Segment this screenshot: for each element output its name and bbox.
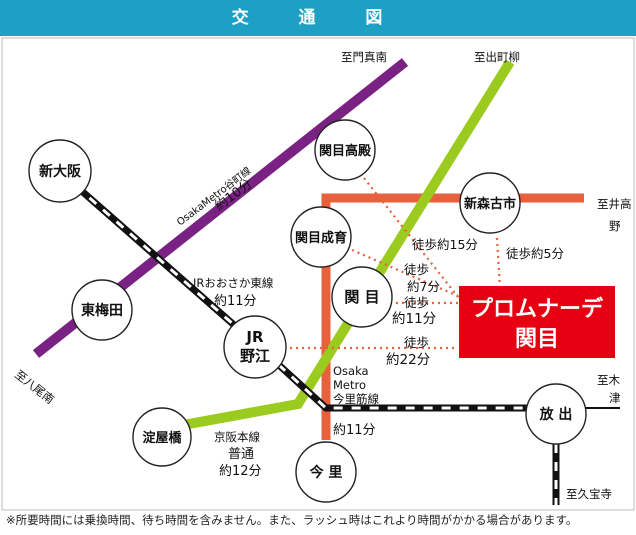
keihan-line bbox=[155, 59, 515, 435]
station-shin-osaka[interactable] bbox=[28, 139, 92, 203]
direction-itakano-2: 野 bbox=[609, 219, 621, 233]
station-label-sekime-takadono: 関目高殿 bbox=[319, 143, 372, 159]
walk-from-sekime-takadono bbox=[363, 177, 463, 303]
imazatosuji-label-2: Metro bbox=[333, 378, 366, 392]
property-name-2: 関目 bbox=[515, 327, 559, 352]
station-sekime-takadono[interactable] bbox=[314, 119, 376, 181]
station-higashi-umeda[interactable] bbox=[71, 279, 133, 341]
station-hanaten[interactable] bbox=[525, 383, 587, 445]
direction-yao: 至八尾南 bbox=[12, 367, 57, 406]
jr-higashi-line-dash bbox=[75, 184, 556, 410]
station-label-imazato: 今 里 bbox=[309, 464, 343, 481]
walk-routes bbox=[290, 177, 502, 350]
direction-monma: 至門真南 bbox=[341, 50, 387, 64]
keihan-service: 普通 bbox=[228, 447, 254, 462]
header-bar: 交 通 図 bbox=[0, 0, 636, 36]
footnote: ※所要時間には乗換時間、待ち時間を含みません。また、ラッシュ時はこれより時間がか… bbox=[6, 513, 578, 527]
walk-label-noe-2: 約22分 bbox=[386, 352, 430, 368]
station-shinmori-furuichi[interactable] bbox=[459, 172, 521, 234]
station-imazato[interactable] bbox=[295, 441, 357, 503]
jr-higashi-time: 約11分 bbox=[214, 294, 257, 309]
walk-from-sekime-seiiku bbox=[351, 248, 459, 298]
imazatosuji-label-3: 今里筋線 bbox=[333, 392, 379, 406]
station-label-yodoyabashi: 淀屋橋 bbox=[142, 430, 182, 446]
jr-higashi-line-label: JRおおさか東線 bbox=[192, 276, 274, 290]
station-label-shinmori-furuichi: 新森古市 bbox=[464, 196, 516, 212]
station-label-jr-noe-2: 野江 bbox=[240, 347, 270, 365]
walk-label-sekime-2: 約7分 bbox=[407, 279, 440, 294]
direction-kizu-1: 至木 bbox=[597, 373, 620, 387]
direction-kizu-2: 津 bbox=[609, 391, 621, 405]
walk-label-shinmori: 徒歩約5分 bbox=[506, 246, 564, 261]
property-name-1: プロムナーデ bbox=[471, 296, 604, 322]
station-sekime[interactable] bbox=[331, 266, 393, 328]
walk-label-seiiku-1: 徒歩 bbox=[404, 295, 429, 310]
keihan-time: 約12分 bbox=[219, 464, 262, 479]
imazatosuji-time: 約11分 bbox=[333, 423, 376, 438]
map-frame bbox=[1, 37, 635, 511]
station-sekime-seiiku[interactable] bbox=[290, 206, 352, 268]
route-map: 新大阪 東梅田 関目高殿 関目成育 関 目 新森古市 JR 野江 淀屋橋 今 里… bbox=[1, 37, 635, 511]
station-label-shin-osaka: 新大阪 bbox=[39, 163, 82, 180]
station-label-sekime-seiiku: 関目成育 bbox=[295, 230, 347, 246]
walk-label-sekime-1: 徒歩 bbox=[404, 262, 429, 277]
walk-label-takadono: 徒歩約15分 bbox=[412, 237, 478, 252]
direction-itakano-1: 至井高 bbox=[597, 197, 632, 211]
walk-label-seiiku-2: 約11分 bbox=[392, 311, 436, 327]
station-jr-noe[interactable] bbox=[223, 315, 287, 379]
station-label-higashi-umeda: 東梅田 bbox=[81, 302, 123, 319]
page-title: 交 通 図 bbox=[231, 8, 405, 28]
imazatosuji-label-1: Osaka bbox=[333, 364, 369, 378]
station-yodoyabashi[interactable] bbox=[132, 407, 192, 467]
property-box[interactable] bbox=[459, 286, 615, 358]
walk-label-noe-1: 徒歩 bbox=[404, 335, 429, 350]
direction-dedemachi: 至出町柳 bbox=[474, 50, 520, 64]
walk-from-shinmori-furuichi bbox=[495, 237, 502, 289]
station-label-sekime: 関 目 bbox=[344, 288, 379, 306]
station-label-jr-noe-1: JR bbox=[245, 328, 264, 346]
keihan-line-label: 京阪本線 bbox=[214, 430, 260, 444]
direction-kuhoji: 至久宝寺 bbox=[566, 487, 612, 501]
station-label-hanaten: 放 出 bbox=[539, 406, 573, 423]
